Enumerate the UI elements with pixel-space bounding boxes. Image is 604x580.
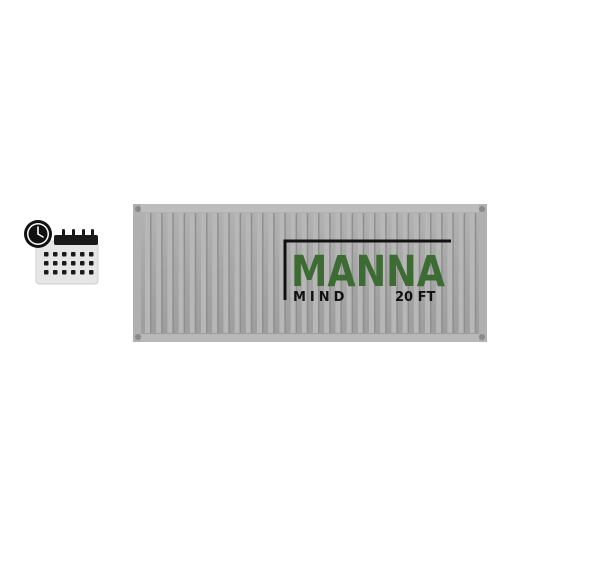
calendar-clock-icon xyxy=(24,220,99,285)
container-size-label: 20 FT xyxy=(395,290,435,305)
shipping-container: MANNA MIND 20 FT xyxy=(133,204,487,342)
brand-name: MANNA xyxy=(291,247,446,297)
brand-subtitle: MIND xyxy=(293,290,348,305)
